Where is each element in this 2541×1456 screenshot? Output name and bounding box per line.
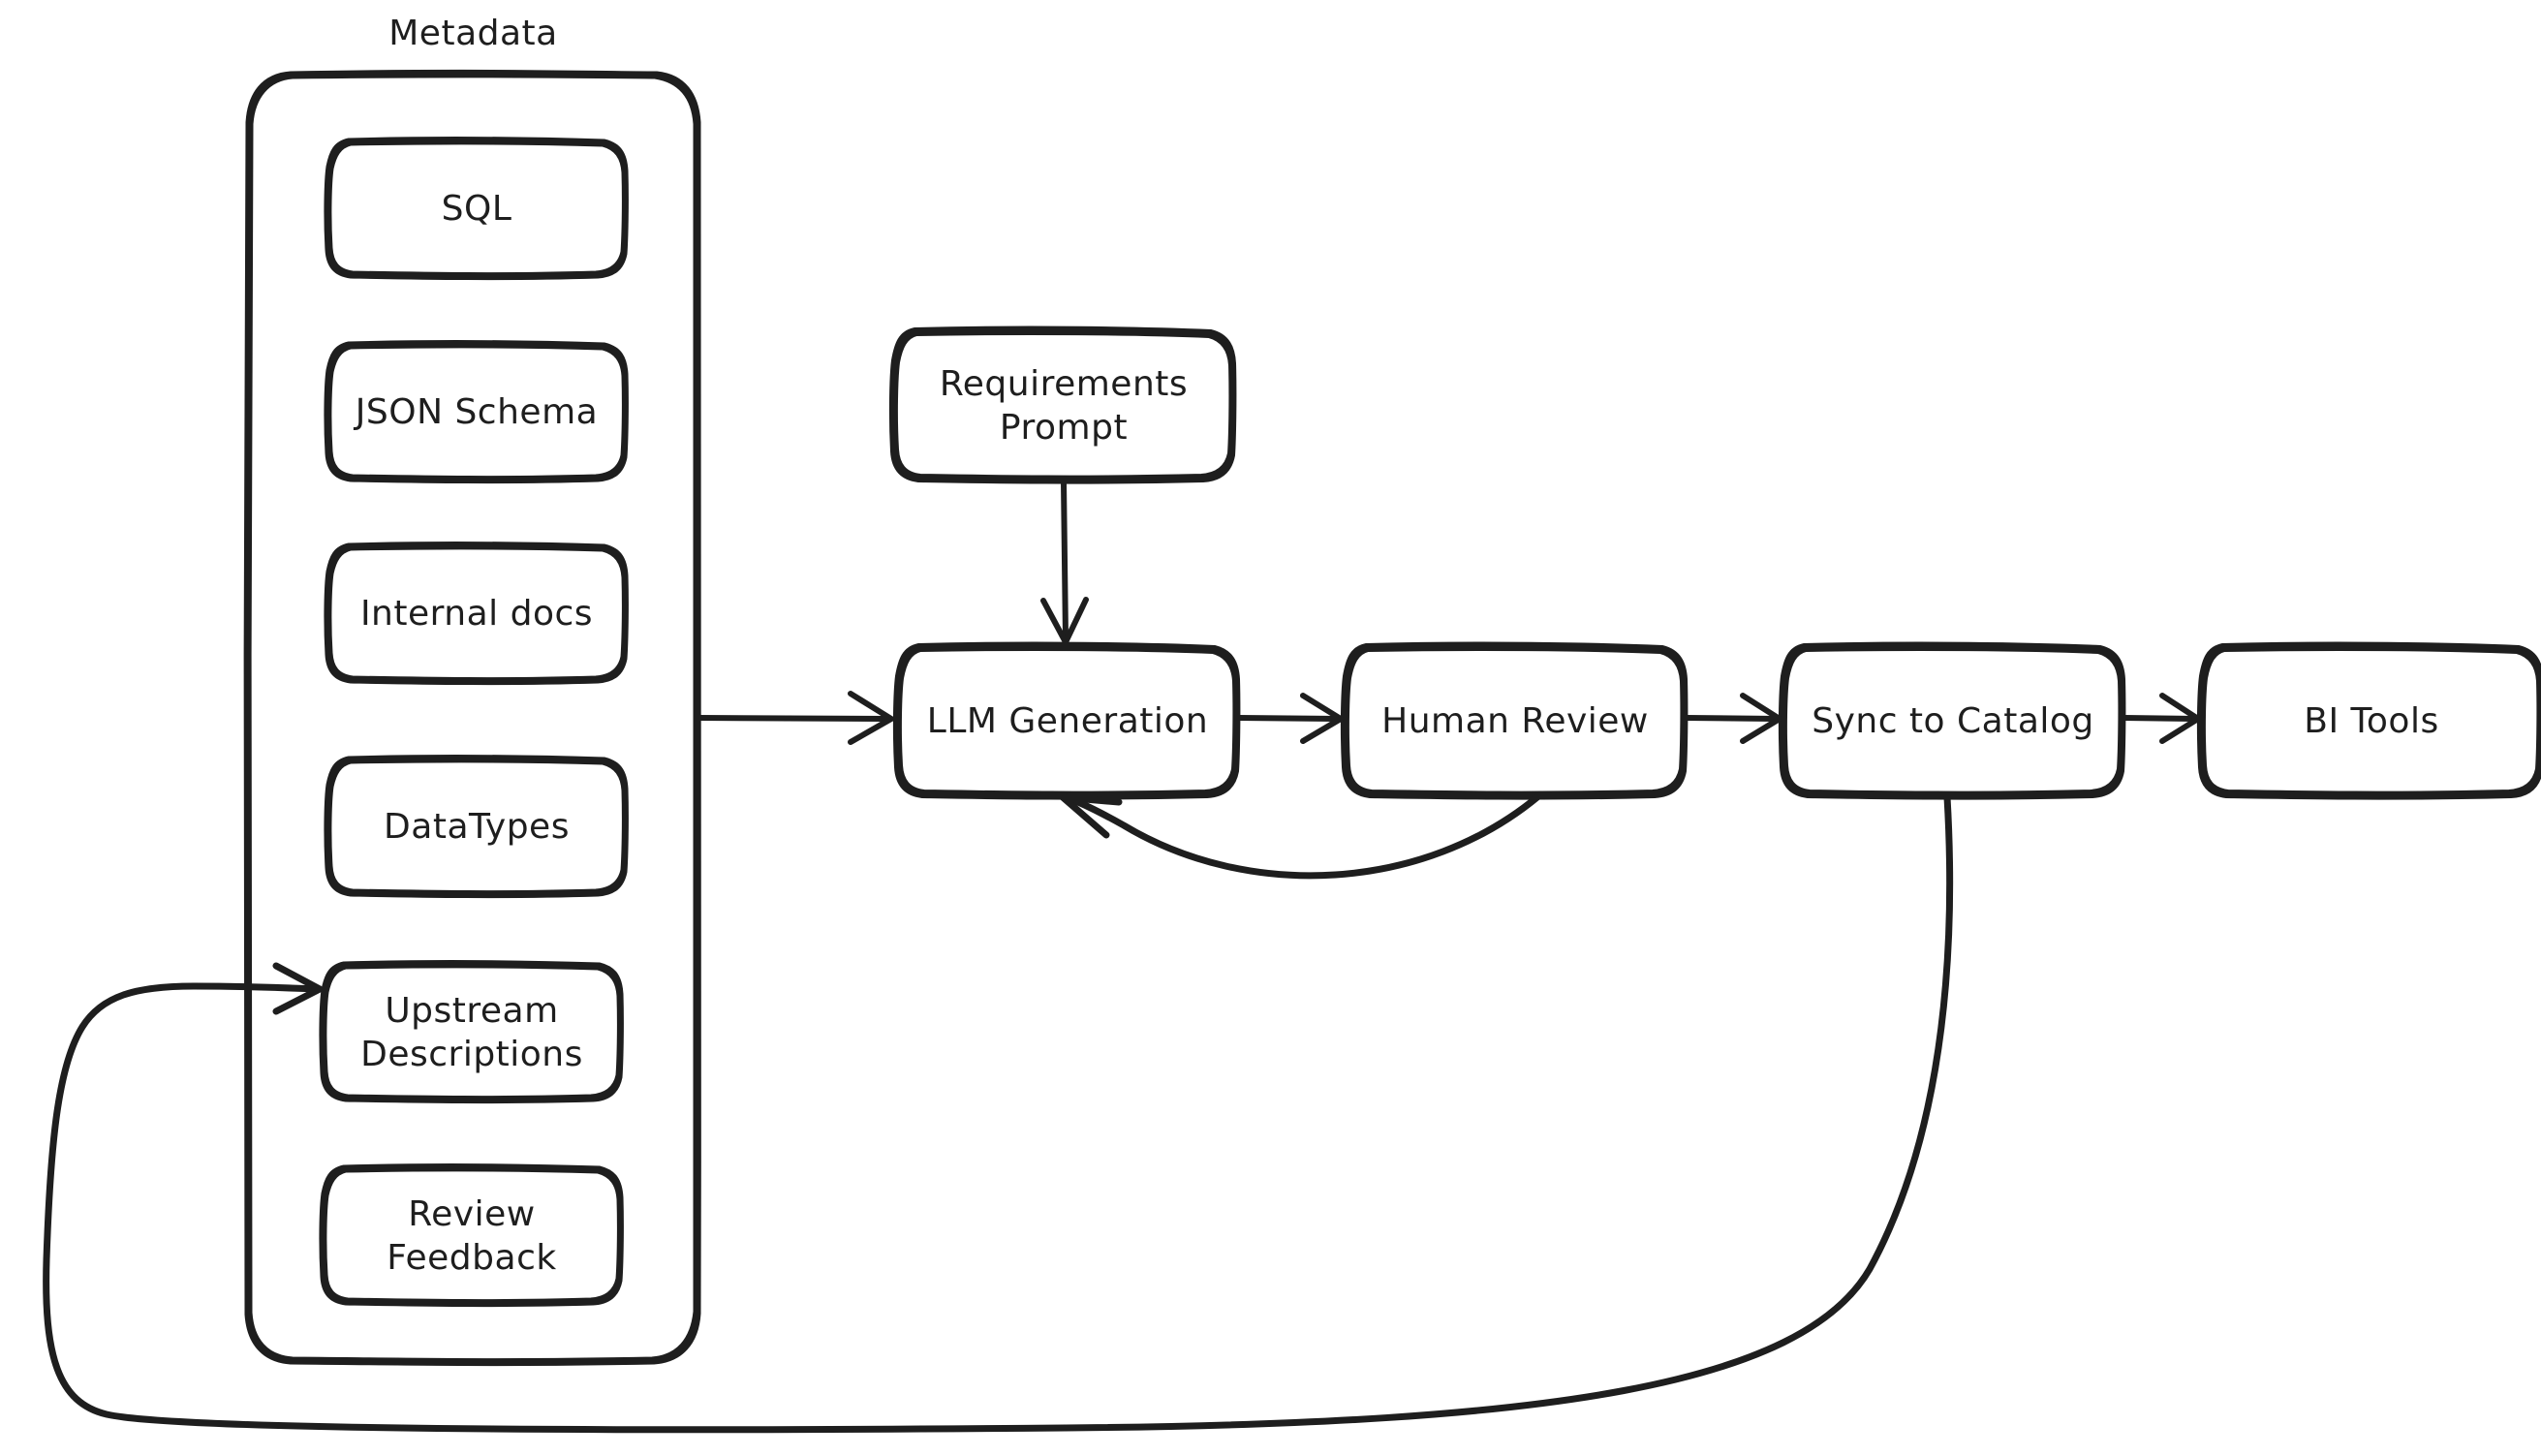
metadata-item-datatypes[interactable]: DataTypes <box>384 807 570 847</box>
node-bi-tools[interactable]: BI Tools <box>2304 701 2439 741</box>
node-llm-generation[interactable]: LLM Generation <box>926 701 1209 741</box>
edge-review-to-sync <box>1684 693 1782 744</box>
edge-metadata-to-llm <box>697 691 894 745</box>
metadata-item-boxes <box>319 136 629 1308</box>
edge-review-feedback-loop <box>1059 792 1542 880</box>
metadata-item-upstream-descriptions[interactable]: Upstream Descriptions <box>360 990 583 1074</box>
node-sync-to-catalog[interactable]: Sync to Catalog <box>1812 701 2094 741</box>
metadata-item-sql[interactable]: SQL <box>441 189 512 229</box>
node-human-review[interactable]: Human Review <box>1381 701 1649 741</box>
node-requirements-prompt[interactable]: Requirements Prompt <box>939 363 1189 448</box>
edge-llm-to-review <box>1236 693 1344 744</box>
metadata-group-title: Metadata <box>388 14 558 53</box>
edge-requirements-to-llm <box>1040 479 1089 645</box>
metadata-item-json-schema[interactable]: JSON Schema <box>355 392 599 432</box>
edge-sync-to-bi <box>2122 693 2201 744</box>
metadata-item-internal-docs[interactable]: Internal docs <box>359 594 594 634</box>
metadata-item-review-feedback[interactable]: Review Feedback <box>387 1193 557 1278</box>
